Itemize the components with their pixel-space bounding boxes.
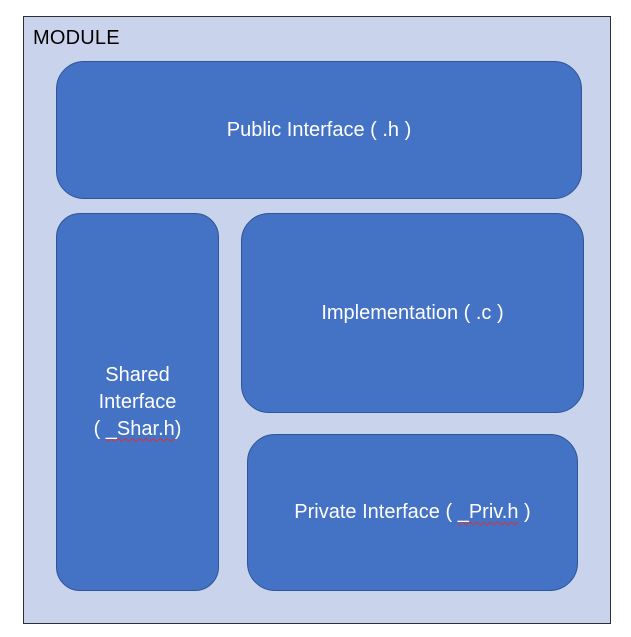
shared-interface-paren-close: ) bbox=[174, 417, 182, 440]
shared-interface-line3: ( _Shar.h) bbox=[94, 416, 182, 443]
shared-interface-paren-open: ( bbox=[93, 417, 106, 440]
private-interface-box: Private Interface ( _Priv.h ) bbox=[247, 434, 578, 591]
shared-interface-box: Shared Interface ( _Shar.h) bbox=[56, 213, 219, 591]
shared-interface-filename: _Shar.h bbox=[105, 417, 175, 440]
shared-interface-line2: Interface bbox=[98, 390, 177, 413]
implementation-label: Implementation ( .c ) bbox=[321, 301, 504, 324]
private-interface-filename: _Priv.h bbox=[457, 501, 519, 523]
private-interface-label: Private Interface ( _Priv.h ) bbox=[294, 499, 530, 526]
private-interface-suffix: ) bbox=[518, 501, 531, 523]
public-interface-box: Public Interface ( .h ) bbox=[56, 61, 582, 199]
shared-interface-line1: Shared bbox=[105, 363, 170, 386]
module-container: MODULE Public Interface ( .h ) Shared In… bbox=[23, 16, 611, 624]
implementation-box: Implementation ( .c ) bbox=[241, 213, 584, 413]
module-label: MODULE bbox=[33, 27, 120, 49]
shared-interface-text: Shared Interface ( _Shar.h) bbox=[94, 362, 182, 443]
public-interface-label: Public Interface ( .h ) bbox=[226, 118, 412, 141]
private-interface-prefix: Private Interface ( bbox=[294, 501, 458, 523]
